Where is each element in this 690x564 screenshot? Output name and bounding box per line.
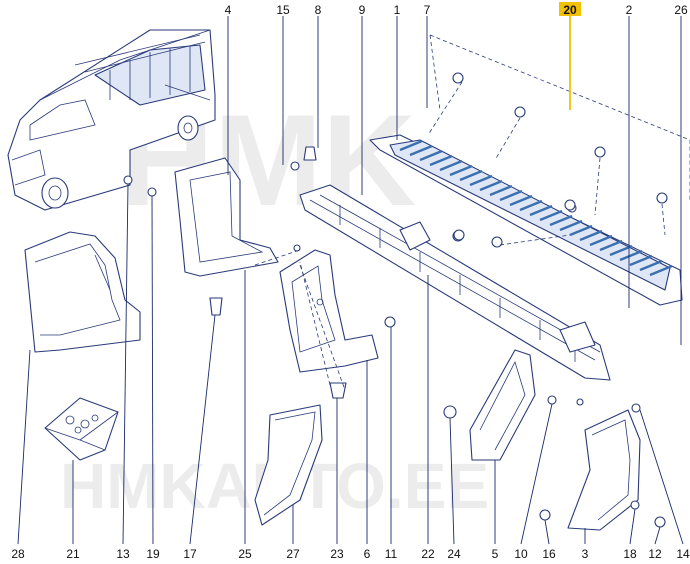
leader-lines [17, 16, 684, 545]
tread-groove [569, 224, 593, 237]
leader-line-16 [544, 519, 550, 545]
callout-number-11[interactable]: 11 [385, 547, 398, 561]
leader-line-13 [122, 183, 129, 545]
tread-groove [469, 174, 493, 187]
tread-groove [499, 189, 523, 202]
callout-number-16[interactable]: 16 [542, 547, 556, 561]
tread-groove [619, 249, 643, 262]
callout-number-15[interactable]: 15 [276, 3, 290, 17]
callout-number-5[interactable]: 5 [492, 547, 499, 561]
van-illustration [7, 29, 216, 211]
tread-groove [629, 254, 653, 267]
part-1-step-tread [369, 134, 683, 306]
tread-groove [589, 234, 613, 247]
callout-number-4[interactable]: 4 [225, 3, 232, 17]
callout-number-21[interactable]: 21 [66, 547, 80, 561]
tread-groove [489, 184, 513, 197]
tread-groove [459, 169, 483, 182]
screws [384, 199, 576, 328]
callout-number-2[interactable]: 2 [626, 3, 633, 17]
tread-groove [649, 264, 673, 277]
callout-number-13[interactable]: 13 [116, 547, 130, 561]
callout-number-6[interactable]: 6 [364, 547, 371, 561]
callout-number-27[interactable]: 27 [286, 547, 300, 561]
leader-line-14 [639, 409, 684, 545]
leader-line-18 [629, 508, 636, 545]
tread-groove [549, 214, 573, 227]
callout-number-23[interactable]: 23 [330, 547, 344, 561]
callout-number-19[interactable]: 19 [146, 547, 160, 561]
tread-groove [599, 239, 623, 252]
leader-line-24 [449, 417, 455, 545]
part-5-right-bracket [443, 349, 536, 461]
tread-groove [559, 219, 583, 232]
callout-number-24[interactable]: 24 [447, 547, 461, 561]
guide-lines [254, 34, 690, 391]
part-21-clip-kit-box [44, 397, 119, 461]
callout-number-17[interactable]: 17 [183, 547, 197, 561]
callout-number-20[interactable]: 20 [563, 3, 577, 17]
callout-number-14[interactable]: 14 [676, 547, 690, 561]
tread-groove [399, 139, 423, 152]
highlight-box-20 [559, 2, 581, 16]
callout-number-25[interactable]: 25 [238, 547, 252, 561]
tread-groove [579, 229, 603, 242]
callout-number-8[interactable]: 8 [315, 3, 322, 17]
tread-groove [409, 144, 433, 157]
leader-line-28 [17, 349, 31, 545]
tread-groove [429, 154, 453, 167]
callout-number-7[interactable]: 7 [424, 3, 431, 17]
tread-groove [529, 204, 553, 217]
tread-groove [609, 244, 633, 257]
tread-groove [449, 164, 473, 177]
callout-number-1[interactable]: 1 [394, 3, 401, 17]
callout-number-10[interactable]: 10 [514, 547, 528, 561]
callout-number-26[interactable]: 26 [674, 3, 688, 17]
part-4-side-panel [174, 157, 279, 277]
part-6-center-bracket [279, 249, 379, 373]
tread-pattern [399, 139, 673, 277]
leader-line-19 [151, 195, 154, 545]
tread-groove [519, 199, 543, 212]
callout-number-12[interactable]: 12 [648, 547, 662, 561]
part-28-wheel-arch-cover [24, 231, 141, 353]
callout-number-28[interactable]: 28 [11, 547, 25, 561]
part-27-lower-step-cover [254, 382, 347, 526]
leader-line-10 [520, 403, 553, 545]
part-3-right-lower-cover [539, 395, 666, 531]
tread-groove [439, 159, 463, 172]
leader-line-17 [189, 314, 216, 545]
tread-groove [539, 209, 563, 222]
leader-line-12 [654, 526, 661, 545]
part-9-step-frame [299, 184, 611, 381]
callout-number-22[interactable]: 22 [421, 547, 435, 561]
callout-number-9[interactable]: 9 [359, 3, 366, 17]
small-fasteners-left [123, 146, 317, 316]
tread-groove [479, 179, 503, 192]
tread-groove [639, 259, 663, 272]
callout-number-3[interactable]: 3 [582, 547, 589, 561]
tread-groove [419, 149, 443, 162]
callout-number-18[interactable]: 18 [623, 547, 637, 561]
tread-groove [509, 194, 533, 207]
